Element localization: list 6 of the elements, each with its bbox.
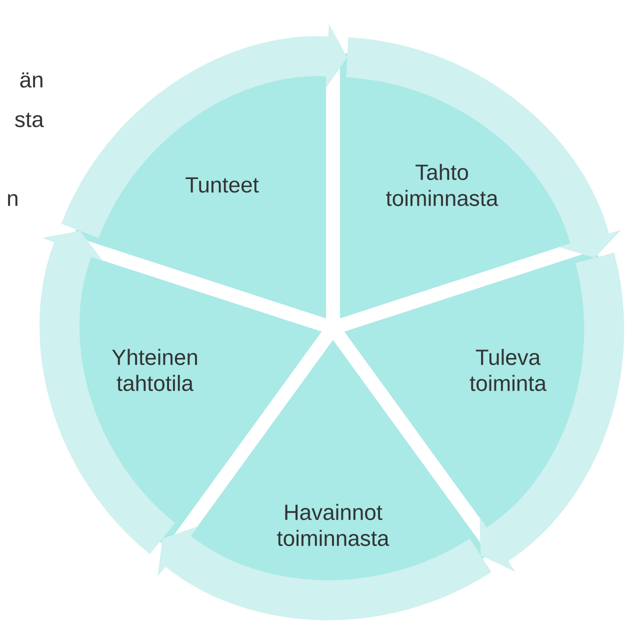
cycle-arrow xyxy=(480,254,624,572)
node-label: Tunteet xyxy=(186,177,259,193)
text-fragment: sta xyxy=(15,112,44,128)
node-label: Tahto toiminnasta xyxy=(386,164,498,206)
text-fragment: n xyxy=(8,194,18,206)
text-fragment: än xyxy=(20,72,42,88)
